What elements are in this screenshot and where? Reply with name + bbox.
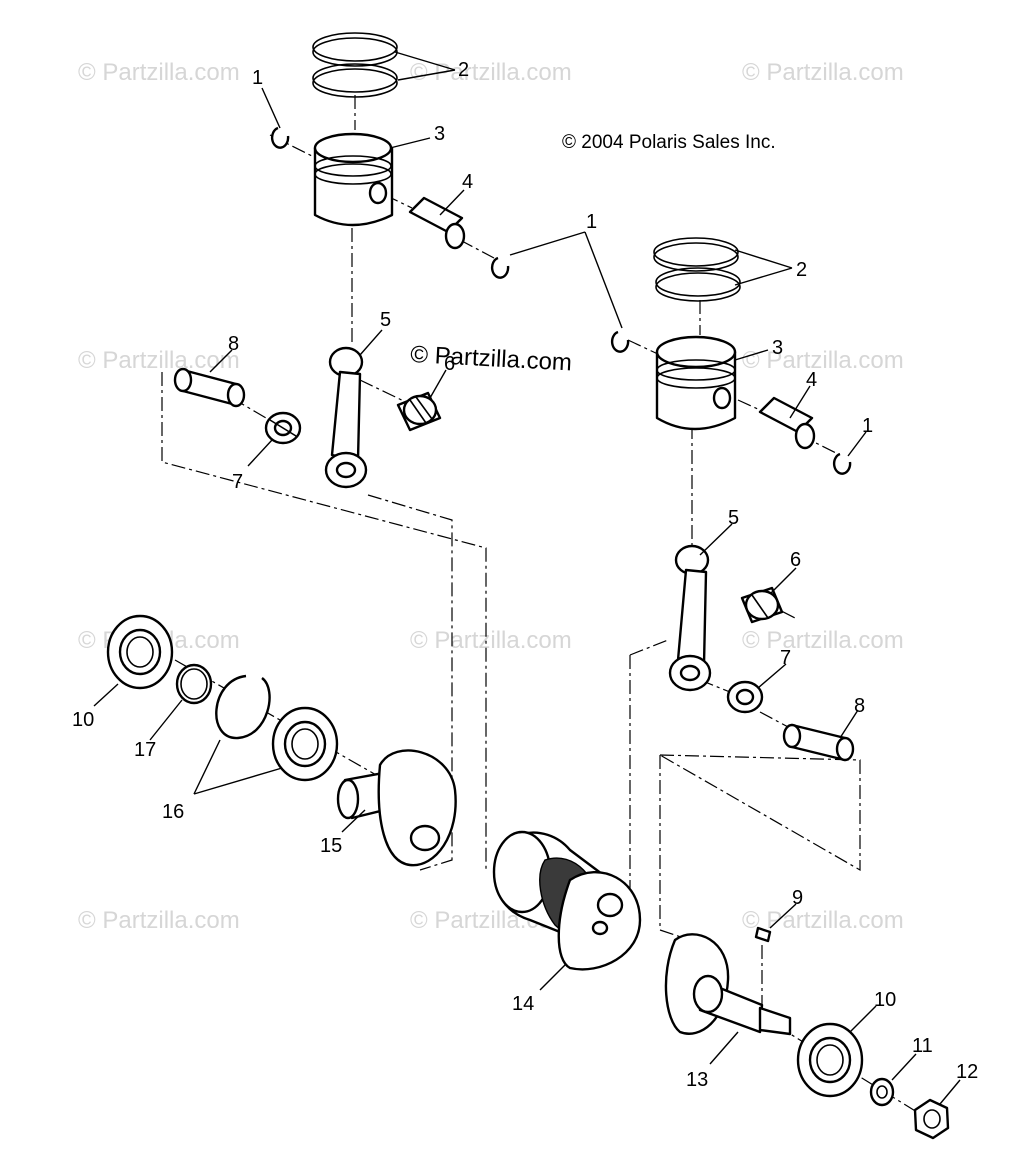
callout-labels: 1 2 3 4 1 2 3 4 1 5 6 8 7 5 6 7 8 9 10 1… <box>72 59 978 1091</box>
piston-right <box>655 335 737 431</box>
watermark: © Partzilla.com <box>742 59 904 86</box>
callout-12: 12 <box>956 1061 978 1083</box>
watermark: © Partzilla.com <box>78 907 240 934</box>
callout-4: 4 <box>462 171 473 193</box>
callout-2: 2 <box>796 259 807 281</box>
piston-pin-left <box>408 196 466 250</box>
callout-10: 10 <box>874 989 896 1011</box>
crankshaft-center <box>492 830 642 971</box>
watermark-center: © Partzilla.com <box>410 341 573 376</box>
callout-13: 13 <box>686 1069 708 1091</box>
callout-16: 16 <box>162 801 184 823</box>
callout-8: 8 <box>228 333 239 355</box>
callout-1: 1 <box>862 415 873 437</box>
crank-pin-left <box>173 367 246 408</box>
callout-5: 5 <box>728 507 739 529</box>
watermark: © Partzilla.com <box>78 347 240 374</box>
callout-1: 1 <box>252 67 263 89</box>
callout-10: 10 <box>72 709 94 731</box>
watermark: © Partzilla.com <box>410 627 572 654</box>
assembly-lines <box>161 95 931 1121</box>
ball-bearing-16 <box>271 706 339 782</box>
piston-pin-right <box>758 396 816 450</box>
connecting-rod-left <box>324 346 368 489</box>
callout-15: 15 <box>320 835 342 857</box>
callout-3: 3 <box>434 123 445 145</box>
needle-bearing-small-left <box>396 391 442 432</box>
circlip-right-lower <box>832 452 852 475</box>
ball-bearing-right <box>796 1022 864 1098</box>
crankshaft-half-right <box>664 933 792 1036</box>
watermark-layer: © Partzilla.com © Partzilla.com © Partzi… <box>78 59 904 934</box>
crank-pin-right <box>782 723 855 762</box>
needle-bearing-large-right <box>726 680 764 714</box>
leader-lines <box>93 51 961 1105</box>
circlip-mid <box>490 256 510 279</box>
needle-bearing-large-left <box>264 411 302 445</box>
callout-4: 4 <box>806 369 817 391</box>
callout-3: 3 <box>772 337 783 359</box>
circlip-right-upper <box>610 330 630 353</box>
lock-washer <box>869 1077 895 1107</box>
needle-bearing-small-right <box>740 586 784 624</box>
copyright-notice: © 2004 Polaris Sales Inc. <box>562 132 776 153</box>
callout-7: 7 <box>232 471 243 493</box>
watermark: © Partzilla.com <box>742 347 904 374</box>
callout-14: 14 <box>512 993 534 1015</box>
watermark: © Partzilla.com <box>742 627 904 654</box>
connecting-rod-right <box>668 544 712 692</box>
callout-5: 5 <box>380 309 391 331</box>
circlip-upper-left <box>270 126 290 149</box>
callout-2: 2 <box>458 59 469 81</box>
watermark: © Partzilla.com <box>742 907 904 934</box>
hex-nut <box>913 1098 950 1140</box>
callout-6: 6 <box>444 353 455 375</box>
callout-9: 9 <box>792 887 803 909</box>
callout-8: 8 <box>854 695 865 717</box>
callout-6: 6 <box>790 549 801 571</box>
woodruff-key <box>754 926 772 943</box>
crankshaft-half-left <box>336 749 457 867</box>
snap-ring-16 <box>215 674 271 740</box>
watermark: © Partzilla.com <box>78 59 240 86</box>
snap-ring-17 <box>175 663 213 705</box>
piston-left <box>313 132 394 227</box>
piston-rings-upper-left <box>312 32 398 98</box>
callout-17: 17 <box>134 739 156 761</box>
callout-11: 11 <box>912 1035 933 1057</box>
callout-1: 1 <box>586 211 597 233</box>
callout-7: 7 <box>780 647 791 669</box>
ball-bearing-left <box>106 614 174 690</box>
piston-rings-right <box>653 237 741 302</box>
